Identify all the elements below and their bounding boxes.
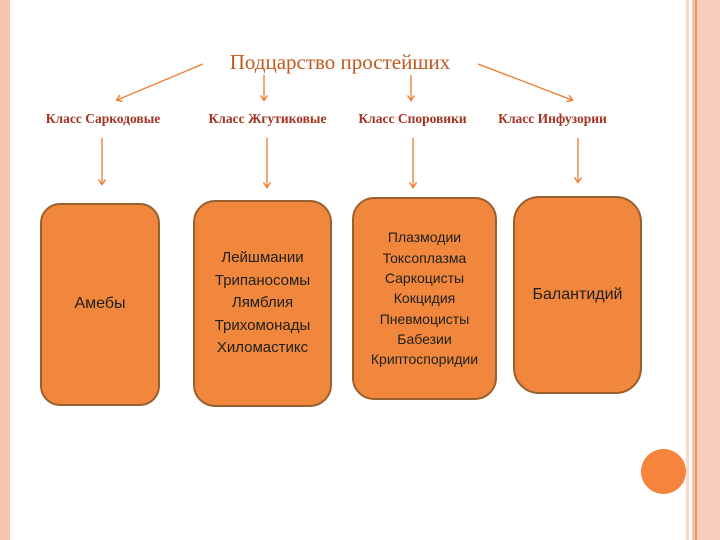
accent-circle	[641, 449, 686, 494]
diagram-title: Подцарство простейших	[229, 50, 451, 74]
right-border-stripe-wide	[697, 0, 720, 540]
class-label-sarkodovye: Класс Саркодовые	[45, 111, 161, 126]
box-sporoviki-items: Плазмодии Токсоплазма Саркоцисты Кокциди…	[352, 197, 497, 400]
arrow-title-to-class-4	[477, 63, 574, 103]
box-sporoviki-text: Плазмодии Токсоплазма Саркоцисты Кокциди…	[370, 229, 479, 368]
box-sarkodovye-items: Амебы	[40, 203, 160, 406]
class-label-infuzorii: Класс Инфузории	[498, 111, 607, 126]
box-zhgutikovye-text: Лейшмании Трипаносомы Лямблия Трихомонад…	[214, 249, 311, 357]
box-sarkodovye-text: Амебы	[74, 295, 126, 313]
right-border-stripe-dark-line	[695, 0, 697, 540]
box-zhgutikovye-items: Лейшмании Трипаносомы Лямблия Трихомонад…	[193, 200, 332, 407]
class-label-zhgutikovye: Класс Жгутиковые	[208, 111, 327, 126]
box-infuzorii-items: Балантидий	[513, 196, 642, 394]
arrow-title-to-class-1	[115, 63, 204, 103]
left-border-stripe	[0, 0, 10, 540]
class-label-sporoviki: Класс Споровики	[358, 111, 467, 126]
right-border-stripe-thin-2	[692, 0, 695, 540]
right-border-stripe-thin-1	[686, 0, 689, 540]
box-infuzorii-text: Балантидий	[532, 285, 623, 303]
